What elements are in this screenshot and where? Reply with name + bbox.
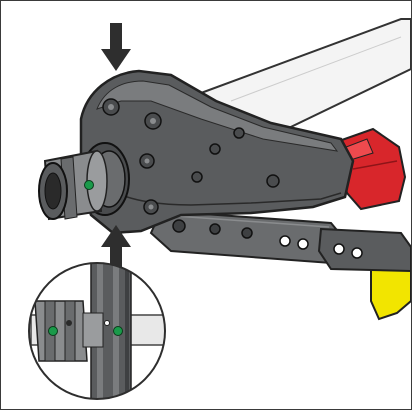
- link-hole: [333, 243, 345, 255]
- arrow-down-icon: [101, 23, 131, 71]
- tool-body: [79, 69, 355, 235]
- pivot-bolt: [191, 171, 203, 183]
- jaw-link-arm: [149, 209, 411, 273]
- link-hole: [297, 238, 309, 250]
- link-pin: [209, 223, 221, 235]
- link-pin: [172, 219, 186, 233]
- green-indicator-dot: [113, 326, 123, 336]
- arrow-up-icon: [101, 225, 131, 269]
- fitting-pin: [104, 320, 110, 326]
- link-pin: [241, 227, 253, 239]
- link-hole: [279, 235, 291, 247]
- pivot-bolt: [266, 174, 280, 188]
- detail-magnifier: [28, 262, 166, 400]
- pivot-bolt: [233, 127, 245, 139]
- link-hole: [351, 247, 363, 259]
- pivot-bolt: [209, 143, 221, 155]
- green-indicator-dot: [84, 180, 94, 190]
- green-indicator-dot: [48, 326, 58, 336]
- press-fitting: [38, 149, 108, 221]
- fitting-pin: [66, 320, 72, 326]
